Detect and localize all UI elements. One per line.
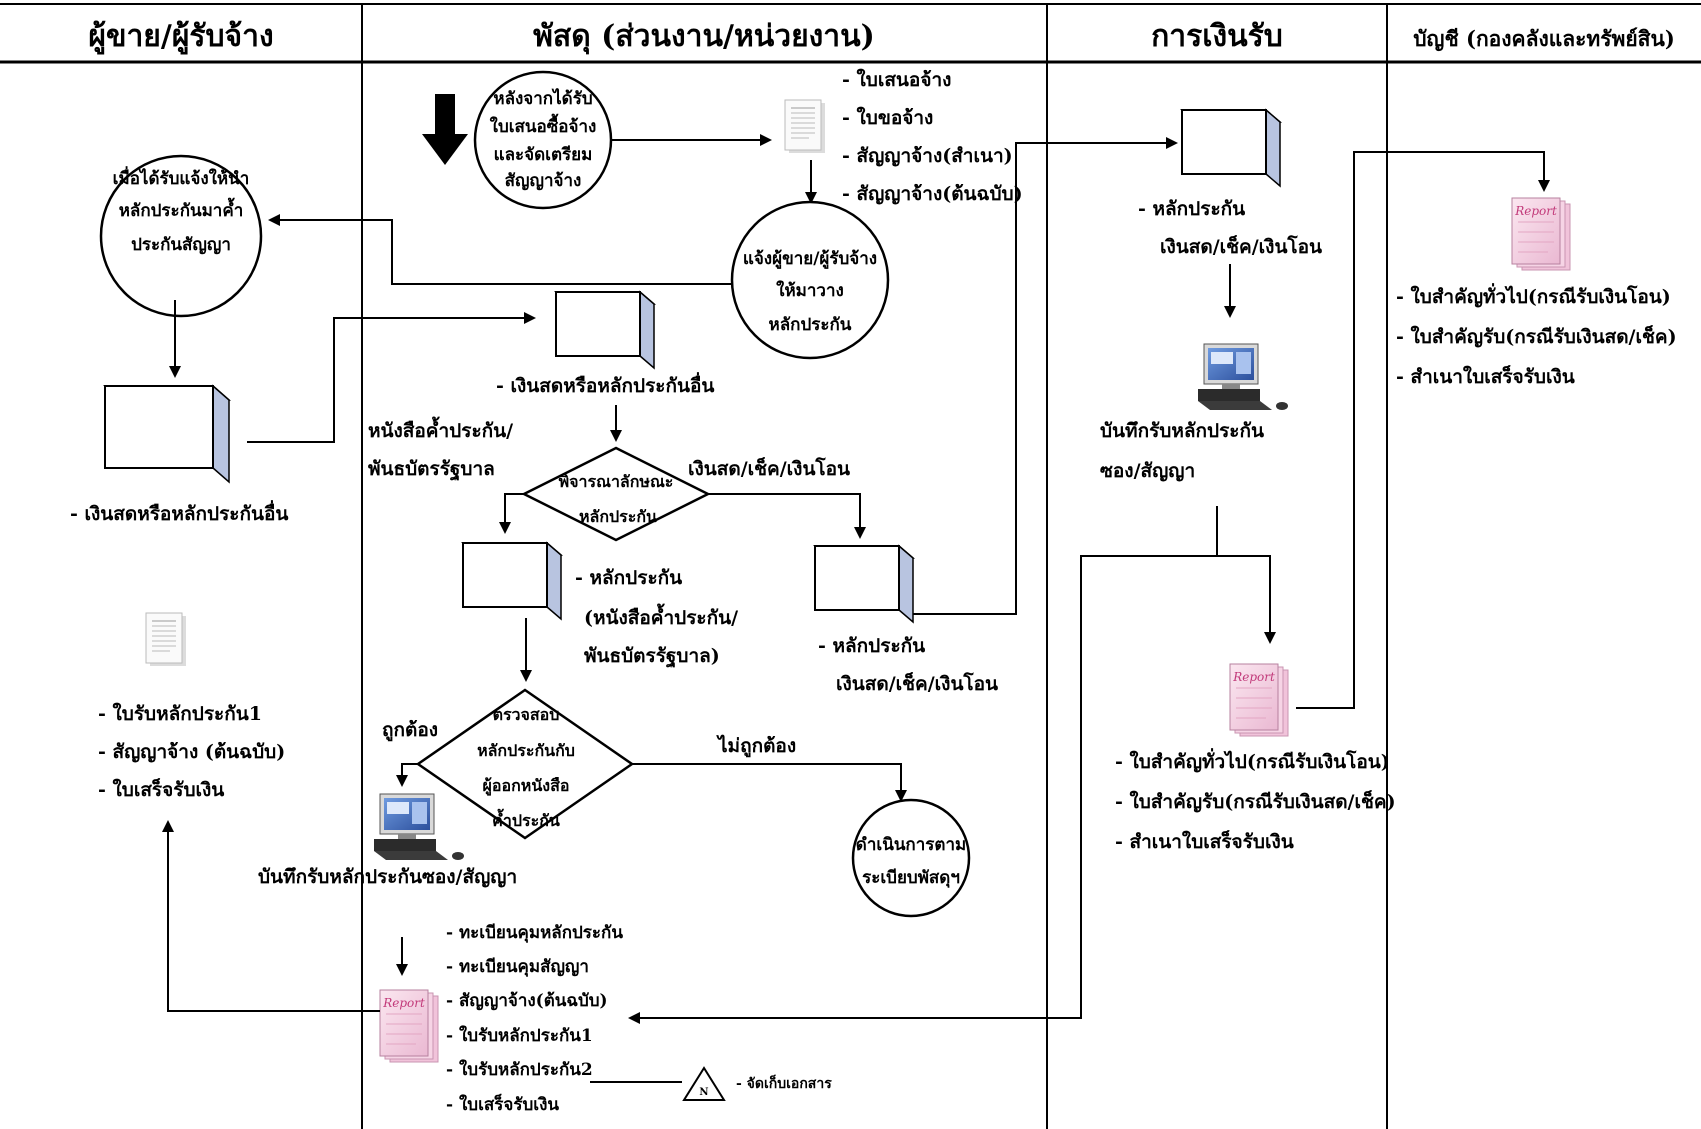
supply-guarantee-box [555,291,655,369]
finance-box-line-1: - หลักประกัน [1138,198,1245,220]
procedure-line-1: ดำเนินการตาม [856,835,966,855]
correct-label: ถูกต้อง [382,719,438,742]
start-circle-line-2: ใบเสนอซื้อจ้าง [490,113,597,137]
account-report-1: - ใบสำคัญทั่วไป(กรณีรับเงินโอน) [1396,283,1671,308]
finance-box-line-2: เงินสด/เช็ค/เงินโอน [1160,234,1322,258]
report-item-3: - สัญญาจ้าง(ต้นฉบับ) [446,991,608,1011]
report-item-1: - ทะเบียนคุมหลักประกัน [446,922,623,943]
decision-verify-guarantee [415,688,635,840]
vendor-doc-3: - ใบเสร็จรับเงิน [98,777,224,801]
notify-circle-line-1: แจ้งผู้ขาย/ผู้รับจ้าง [743,249,877,270]
vendor-document-icon [145,612,187,667]
account-report-2: - ใบสำคัญรับ(กรณีรับเงินสด/เช็ค) [1396,324,1677,348]
vendor-circle-line-1: เมื่อได้รับแจ้งให้นำ [113,166,250,189]
record-supply-label: บันทึกรับหลักประกันซอง/สัญญา [258,866,517,888]
finance-report-1: - ใบสำคัญทั่วไป(กรณีรับเงินโอน) [1115,748,1390,773]
vendor-box-label: - เงินสดหรือหลักประกันอื่น [70,500,288,525]
notify-circle [730,200,890,360]
report-item-4: - ใบรับหลักประกัน1 [446,1025,593,1046]
report-item-2: - ทะเบียนคุมสัญญา [446,956,589,977]
guarantee-right-line-2: เงินสด/เช็ค/เงินโอน [836,671,998,695]
swimlane-grid [0,3,1701,1129]
document-icon [784,99,826,154]
branch-right-label: เงินสด/เช็ค/เงินโอน [688,456,850,480]
decision1-line-2: หลักประกัน [579,507,657,526]
account-report-icon [1511,197,1571,271]
lane-header-vendor: ผู้ขาย/ผู้รับจ้าง [88,19,273,55]
finance-computer-icon [1197,343,1289,411]
procedure-line-2: ระเบียบพัสดุฯ [862,867,960,888]
notify-circle-line-3: หลักประกัน [769,315,852,335]
decision2-line-3: ผู้ออกหนังสือ [483,776,570,797]
lane-header-accounting: บัญชี (กองคลังและทรัพย์สิน) [1413,26,1675,52]
branch-left-line-1: หนังสือค้ำประกัน/ [368,416,513,442]
guarantee-cash-box [814,545,914,623]
finance-guarantee-box [1181,109,1281,187]
finance-report-3: - สำเนาใบเสร็จรับเงิน [1115,829,1294,853]
computer-icon [373,793,465,861]
vendor-guarantee-box [104,385,230,483]
decision2-line-4: ค้ำประกัน [492,808,560,830]
finance-record-line-1: บันทึกรับหลักประกัน [1100,420,1264,442]
start-arrow [422,94,468,165]
vendor-circle-line-3: ประกันสัญญา [131,235,231,255]
guarantee-left-line-1: - หลักประกัน [575,567,682,589]
notify-circle-line-2: ให้มาวาง [776,280,844,301]
incorrect-label: ไม่ถูกต้อง [716,734,796,758]
guarantee-left-line-2: (หนังสือค้ำประกัน/ [584,603,738,629]
start-circle-line-4: สัญญาจ้าง [505,171,582,191]
start-circle-line-3: และจัดเตรียม [494,144,593,165]
start-circle-line-1: หลังจากได้รับ [493,88,592,109]
finance-report-icon [1229,663,1289,737]
finance-record-line-2: ซอง/สัญญา [1100,460,1195,482]
vendor-doc-1: - ใบรับหลักประกัน1 [98,702,262,725]
vendor-circle [99,154,263,318]
proposal-doc-2: - ใบขอจ้าง [842,106,933,129]
decision-guarantee-type [521,446,711,542]
decision2-line-2: หลักประกันกับ [477,741,575,760]
account-report-3: - สำเนาใบเสร็จรับเงิน [1396,364,1575,388]
branch-left-line-2: พันธบัตรรัฐบาล [368,458,495,482]
archive-label: - จัดเก็บเอกสาร [736,1074,832,1092]
vendor-circle-line-2: หลักประกันมาค้ำ [119,197,244,221]
proposal-doc-3: - สัญญาจ้าง(สำเนา) [842,145,1013,167]
report-icon [379,989,439,1063]
supply-box-label: - เงินสดหรือหลักประกันอื่น [496,372,714,397]
guarantee-right-line-1: - หลักประกัน [818,635,925,657]
decision1-line-1: พิจารณาลักษณะ [559,472,674,491]
report-item-5: - ใบรับหลักประกัน2 [446,1059,593,1080]
finance-report-2: - ใบสำคัญรับ(กรณีรับเงินสด/เช็ค) [1115,789,1396,813]
archive-symbol: N [699,1087,708,1098]
decision2-line-1: ตรวจสอบ [493,705,560,724]
report-item-6: - ใบเสร็จรับเงิน [446,1092,559,1115]
guarantee-left-line-3: พันธบัตรรัฐบาล) [584,645,720,669]
lane-header-supply: พัสดุ (ส่วนงาน/หน่วยงาน) [533,19,875,55]
lane-header-finance: การเงินรับ [1151,19,1283,54]
vendor-doc-2: - สัญญาจ้าง (ต้นฉบับ) [98,741,285,763]
proposal-doc-4: - สัญญาจ้าง(ต้นฉบับ) [842,183,1023,205]
proposal-doc-1: - ใบเสนอจ้าง [842,68,951,91]
procedure-circle [851,798,971,918]
archive-icon [682,1066,726,1101]
guarantee-document-box [462,542,562,620]
